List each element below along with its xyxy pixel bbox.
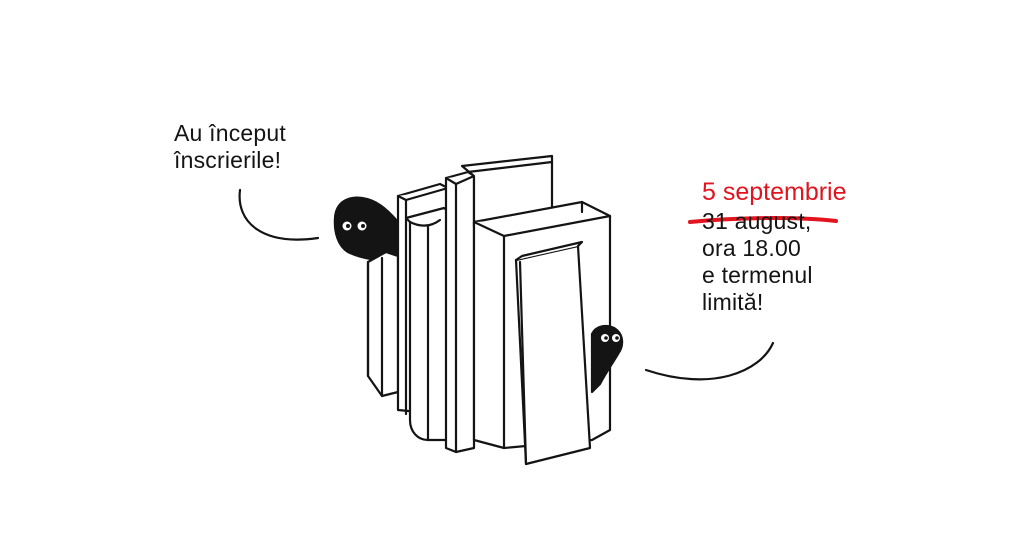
right-note-line-1: ora 18.00 (702, 235, 801, 261)
old-deadline-date: 31 august, (702, 208, 812, 234)
left-note: Au început înscrierile! (174, 120, 286, 174)
speech-curve-left-icon (238, 188, 320, 241)
left-note-line-2: înscrierile! (174, 147, 282, 173)
right-note-line-3: limită! (702, 289, 764, 315)
new-deadline-date: 5 septembrie (702, 178, 847, 206)
speech-curve-right-icon (644, 341, 775, 381)
strikethrough-mark (688, 216, 838, 224)
left-note-line-1: Au început (174, 120, 286, 146)
books-stack-icon (366, 154, 612, 466)
right-note: 31 august, ora 18.00 e termenul limită! (702, 208, 813, 316)
right-note-line-2: e termenul (702, 262, 813, 288)
ghost-creature-left-icon (333, 196, 400, 262)
ghost-creature-right-icon (590, 324, 624, 394)
